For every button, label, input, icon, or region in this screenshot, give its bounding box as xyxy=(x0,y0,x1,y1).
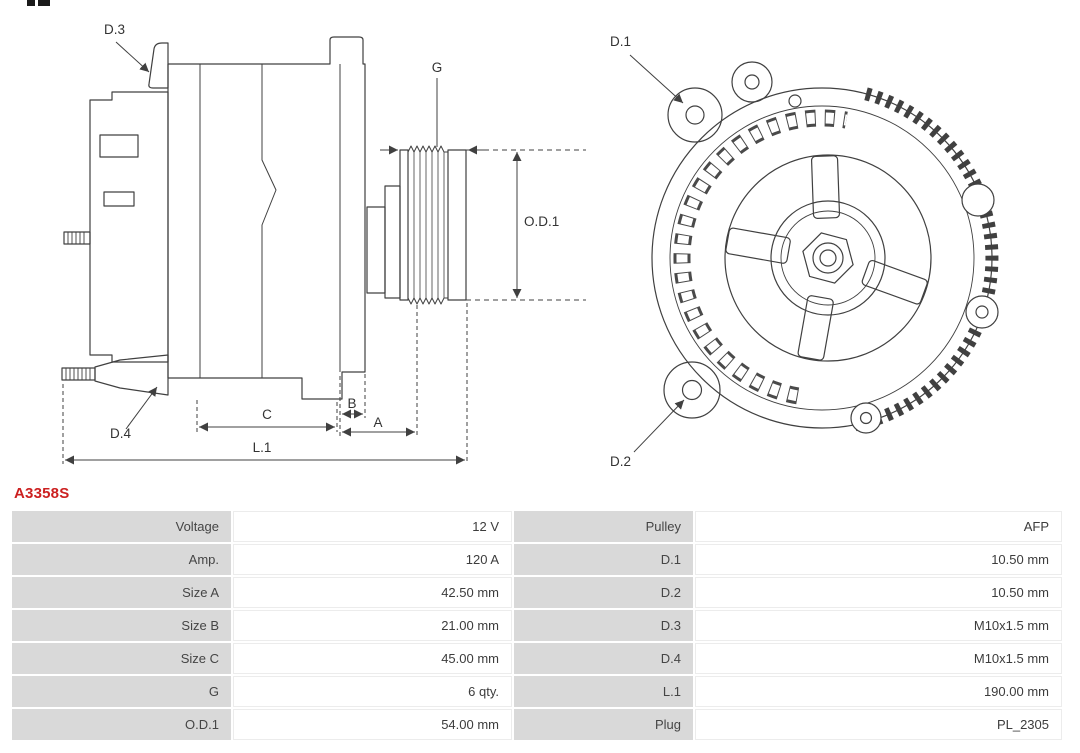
spec-table: Voltage 12 V Pulley AFP Amp. 120 A D.1 1… xyxy=(10,509,1064,742)
label-od1: O.D.1 xyxy=(524,214,559,229)
side-view-drawing xyxy=(61,36,467,400)
spec-label: Size B xyxy=(12,610,231,641)
vent-slots xyxy=(673,109,848,405)
part-number: A3358S xyxy=(14,485,70,502)
spec-value: M10x1.5 mm xyxy=(695,610,1062,641)
table-row: O.D.1 54.00 mm Plug PL_2305 xyxy=(12,709,1062,740)
ear-right-top xyxy=(961,183,995,217)
spec-value: 45.00 mm xyxy=(233,643,512,674)
label-c: C xyxy=(262,407,272,422)
label-g: G xyxy=(432,60,443,75)
label-d4: D.4 xyxy=(110,426,132,441)
pulley-face xyxy=(724,154,932,362)
spec-label: Voltage xyxy=(12,511,231,542)
spec-label: Pulley xyxy=(514,511,693,542)
spec-value: M10x1.5 mm xyxy=(695,643,1062,674)
mount-ear-d1 xyxy=(667,87,723,143)
spec-value: AFP xyxy=(695,511,1062,542)
spec-value: 190.00 mm xyxy=(695,676,1062,707)
mount-ear-d2 xyxy=(663,361,721,419)
pulley xyxy=(399,145,467,305)
ear-bottom-small xyxy=(850,402,882,434)
spec-label: D.4 xyxy=(514,643,693,674)
corner-mark xyxy=(27,0,50,6)
housing-inner-rim xyxy=(669,105,975,411)
spec-label: D.2 xyxy=(514,577,693,608)
label-a: A xyxy=(373,415,382,430)
spec-label: Size A xyxy=(12,577,231,608)
spec-label: Amp. xyxy=(12,544,231,575)
rear-bracket xyxy=(89,91,169,363)
spec-label: D.1 xyxy=(514,544,693,575)
label-d2: D.2 xyxy=(610,454,631,469)
spec-value: 21.00 mm xyxy=(233,610,512,641)
spec-label: G xyxy=(12,676,231,707)
mount-ear-bottom xyxy=(94,354,169,396)
bolt-hole-top xyxy=(788,94,802,108)
ear-right-bottom xyxy=(965,295,999,329)
regulator-box xyxy=(99,134,139,158)
shaft-spacer xyxy=(384,185,401,299)
spec-value: PL_2305 xyxy=(695,709,1062,740)
shaft-neck xyxy=(366,206,386,294)
l1-extension-lines xyxy=(62,303,468,464)
spec-label: Plug xyxy=(514,709,693,740)
terminal-stud xyxy=(63,231,91,245)
label-d3: D.3 xyxy=(104,22,125,37)
b-extension-lines xyxy=(339,374,366,436)
spec-value: 54.00 mm xyxy=(233,709,512,740)
d4-leader-arrow xyxy=(125,386,158,430)
table-row: G 6 qty. L.1 190.00 mm xyxy=(12,676,1062,707)
brush-box xyxy=(103,191,135,207)
terminal-stud-threads xyxy=(67,232,85,244)
label-d1: D.1 xyxy=(610,34,631,49)
mount-ear-top xyxy=(148,42,169,89)
bracket-split-lines xyxy=(199,64,341,378)
stud-bottom xyxy=(61,367,96,381)
table-row: Size C 45.00 mm D.4 M10x1.5 mm xyxy=(12,643,1062,674)
label-b: B xyxy=(347,396,356,411)
spec-label: D.3 xyxy=(514,610,693,641)
mount-ear-top-small xyxy=(731,61,773,103)
od1-extension-lines xyxy=(466,149,586,301)
table-row: Amp. 120 A D.1 10.50 mm xyxy=(12,544,1062,575)
spec-label: O.D.1 xyxy=(12,709,231,740)
spec-value: 12 V xyxy=(233,511,512,542)
technical-drawing: D.3 G O.D.1 D.4 C B A L.1 xyxy=(27,0,999,469)
spec-value: 120 A xyxy=(233,544,512,575)
alternator-body-outline xyxy=(167,36,366,400)
d1-leader-arrow xyxy=(629,54,684,104)
shaft-nut xyxy=(802,232,854,284)
side-view-dimensions xyxy=(62,41,586,465)
rear-view-drawing xyxy=(629,54,999,453)
table-row: Size A 42.50 mm D.2 10.50 mm xyxy=(12,577,1062,608)
d2-leader-arrow xyxy=(633,399,685,453)
spec-label: Size C xyxy=(12,643,231,674)
table-row: Voltage 12 V Pulley AFP xyxy=(12,511,1062,542)
table-row: Size B 21.00 mm D.3 M10x1.5 mm xyxy=(12,610,1062,641)
spec-value: 42.50 mm xyxy=(233,577,512,608)
d3-leader-arrow xyxy=(115,41,150,73)
c-extension-lines xyxy=(196,400,338,432)
stud-bottom-threads xyxy=(65,368,91,380)
housing-teeth xyxy=(850,87,999,432)
spec-value: 6 qty. xyxy=(233,676,512,707)
label-l1: L.1 xyxy=(253,440,272,455)
spec-value: 10.50 mm xyxy=(695,544,1062,575)
cutaway-line xyxy=(261,64,277,378)
spec-value: 10.50 mm xyxy=(695,577,1062,608)
spec-label: L.1 xyxy=(514,676,693,707)
